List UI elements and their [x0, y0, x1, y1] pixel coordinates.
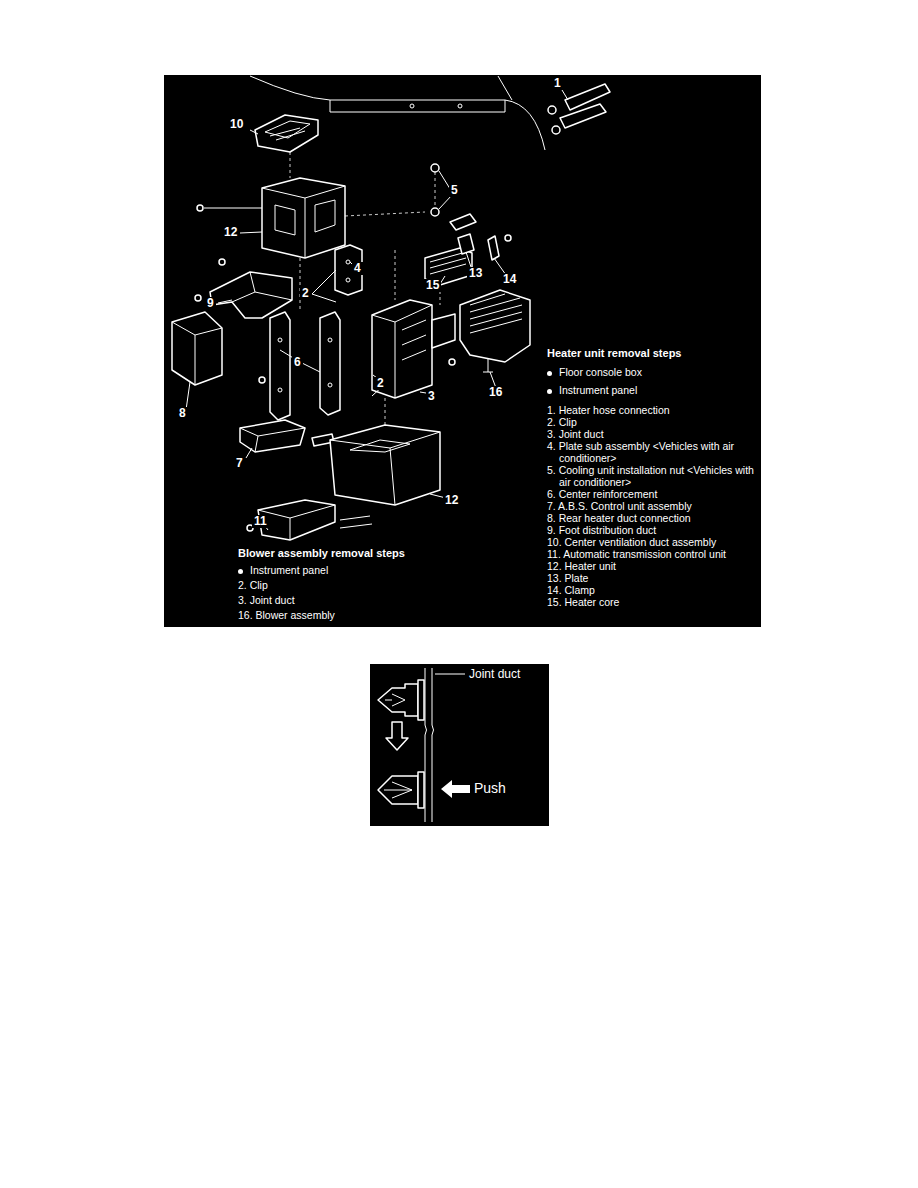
bullet-dot	[547, 371, 552, 376]
callout-number: 3	[426, 390, 437, 403]
step-item: 9. Foot distribution duct	[547, 524, 757, 536]
callout-number: 15	[424, 279, 441, 292]
clip-illustration	[370, 664, 549, 826]
blower-steps-column: Blower assembly removal stepsInstrument …	[238, 547, 538, 621]
step-item: 2. Clip	[238, 579, 538, 591]
step-item: 3. Joint duct	[238, 594, 538, 606]
heater-steps-column: Heater unit removal stepsFloor console b…	[547, 347, 757, 608]
step-item: 10. Center ventilation duct assembly	[547, 536, 757, 548]
bullet-dot	[547, 389, 552, 394]
callout-number: 8	[177, 407, 188, 420]
action-label: Push	[474, 780, 506, 796]
callout-number: 4	[352, 262, 363, 275]
callout-number: 6	[292, 356, 303, 369]
section-heading: Heater unit removal steps	[547, 347, 757, 360]
step-item: 15. Heater core	[547, 596, 757, 608]
step-item: 4. Plate sub assembly <Vehicles with air…	[547, 440, 757, 464]
illustration-panel: Heater unit removal stepsFloor console b…	[164, 75, 761, 627]
callout-number: 16	[487, 386, 504, 399]
callout-number: 14	[501, 273, 518, 286]
part-label: Joint duct	[469, 667, 520, 681]
step-item: 14. Clamp	[547, 584, 757, 596]
callout-number: 9	[205, 297, 216, 310]
step-item: 11. Automatic transmission control unit	[547, 548, 757, 560]
callout-number: 12	[443, 494, 460, 507]
callout-number: 5	[449, 184, 460, 197]
callout-number: 7	[234, 457, 245, 470]
step-item: 5. Cooling unit installation nut <Vehicl…	[547, 464, 757, 488]
step-item: 1. Heater hose connection	[547, 404, 757, 416]
callout-number: 1	[552, 77, 563, 90]
step-item: Instrument panel	[547, 384, 757, 396]
step-item: 3. Joint duct	[547, 428, 757, 440]
step-item: 2. Clip	[547, 416, 757, 428]
step-item: 8. Rear heater duct connection	[547, 512, 757, 524]
callout-number: 2	[375, 377, 386, 390]
step-item: 12. Heater unit	[547, 560, 757, 572]
detail-panel: Joint ductPush	[370, 664, 549, 826]
callout-number: 13	[467, 267, 484, 280]
section-heading: Blower assembly removal steps	[238, 547, 538, 560]
step-item: 13. Plate	[547, 572, 757, 584]
callout-number: 2	[300, 287, 311, 300]
callout-number: 11	[252, 515, 269, 528]
step-item: 16. Blower assembly	[238, 609, 538, 621]
step-item: Instrument panel	[238, 564, 538, 576]
callout-number: 10	[228, 118, 245, 131]
step-item: 6. Center reinforcement	[547, 488, 757, 500]
bullet-dot	[238, 569, 243, 574]
step-item: Floor console box	[547, 366, 757, 378]
step-item: 7. A.B.S. Control unit assembly	[547, 500, 757, 512]
callout-number: 12	[222, 226, 239, 239]
